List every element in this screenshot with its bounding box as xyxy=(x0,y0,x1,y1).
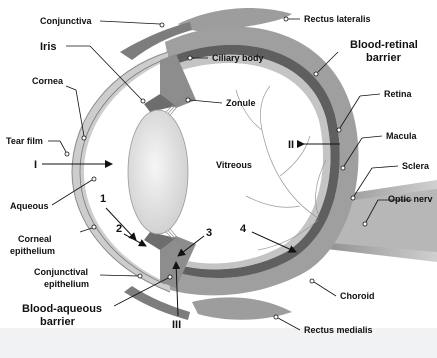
label-iris: Iris xyxy=(40,41,57,53)
label-blood-aqueous-1: Blood-aqueous xyxy=(22,303,102,315)
marker-2: 2 xyxy=(116,223,122,235)
marker-3: 3 xyxy=(206,227,212,239)
label-ciliary-body: Ciliary body xyxy=(212,53,264,63)
marker-4: 4 xyxy=(240,223,247,235)
label-rectus-medialis: Rectus medialis xyxy=(304,325,373,335)
label-corneal-epithelium-1: Corneal xyxy=(18,234,52,244)
marker-1: 1 xyxy=(100,193,106,205)
label-zonule: Zonule xyxy=(226,98,256,108)
label-rectus-lateralis: Rectus lateralis xyxy=(304,14,371,24)
label-retina: Retina xyxy=(384,89,413,99)
label-cornea: Cornea xyxy=(32,76,64,86)
marker-II: II xyxy=(288,139,294,151)
label-tear-film: Tear film xyxy=(6,136,43,146)
label-blood-aqueous-2: barrier xyxy=(40,316,76,328)
label-choroid: Choroid xyxy=(340,291,375,301)
label-sclera: Sclera xyxy=(402,161,430,171)
label-blood-retinal-1: Blood-retinal xyxy=(350,39,418,51)
label-conjunctival-epithelium-2: epithelium xyxy=(44,279,89,289)
label-corneal-epithelium-2: epithelium xyxy=(10,246,55,256)
label-vitreous: Vitreous xyxy=(216,160,252,170)
marker-III: III xyxy=(172,319,181,331)
label-conjunctiva: Conjunctiva xyxy=(40,16,92,26)
label-optic-nerve: Optic nerv xyxy=(388,194,433,204)
label-aqueous: Aqueous xyxy=(10,201,49,211)
label-conjunctival-epithelium-1: Conjunctival xyxy=(34,267,88,277)
lens xyxy=(128,110,188,234)
label-blood-retinal-2: barrier xyxy=(366,52,402,64)
label-macula: Macula xyxy=(386,131,418,141)
marker-I: I xyxy=(34,159,37,171)
